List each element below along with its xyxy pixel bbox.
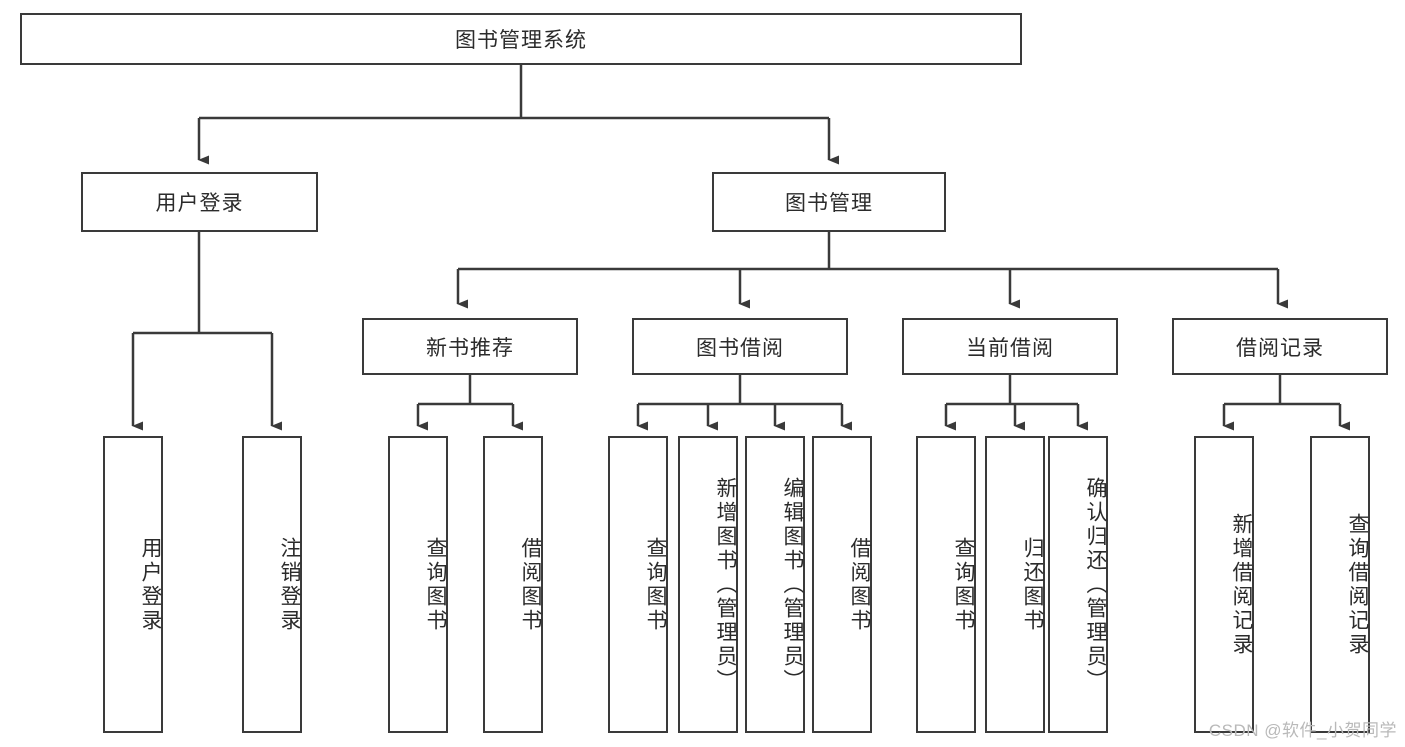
leaf-label: 借阅图书: [519, 536, 542, 633]
leaf-user-login-signout[interactable]: 注销登录: [242, 436, 302, 733]
leaf-label: 查询图书: [424, 536, 447, 633]
leaf-current-query-book[interactable]: 查询图书: [916, 436, 976, 733]
node-user-login-label: 用户登录: [155, 192, 244, 215]
node-current-borrow-label: 当前借阅: [966, 336, 1054, 360]
leaf-label: 归还图书: [1021, 536, 1044, 633]
leaf-borrow-add-book[interactable]: 新增图书（管理员）: [678, 436, 738, 733]
node-root-label: 图书管理系统: [455, 29, 587, 52]
leaf-borrow-query-book[interactable]: 查询图书: [608, 436, 668, 733]
node-book-management[interactable]: 图书管理: [712, 172, 946, 232]
leaf-label: 新增借阅记录: [1230, 512, 1253, 657]
watermark: CSDN @软件_小贺同学: [1208, 721, 1397, 740]
node-book-borrow-label: 图书借阅: [696, 336, 784, 360]
leaf-record-query-record[interactable]: 查询借阅记录: [1310, 436, 1370, 733]
leaf-label: 编辑图书（管理员）: [781, 476, 804, 693]
leaf-label: 新增图书（管理员）: [714, 476, 737, 693]
node-user-login[interactable]: 用户登录: [81, 172, 318, 232]
leaf-label: 用户登录: [139, 536, 162, 633]
leaf-label: 注销登录: [278, 536, 301, 633]
node-new-book-recommend-label: 新书推荐: [426, 336, 514, 360]
node-borrow-record-label: 借阅记录: [1236, 336, 1324, 360]
leaf-recommend-borrow-book[interactable]: 借阅图书: [483, 436, 543, 733]
leaf-current-return-book[interactable]: 归还图书: [985, 436, 1045, 733]
leaf-label: 查询借阅记录: [1346, 512, 1369, 657]
leaf-borrow-borrow-book[interactable]: 借阅图书: [812, 436, 872, 733]
node-borrow-record[interactable]: 借阅记录: [1172, 318, 1388, 375]
leaf-label: 查询图书: [644, 536, 667, 633]
node-book-borrow[interactable]: 图书借阅: [632, 318, 848, 375]
leaf-user-login-signin[interactable]: 用户登录: [103, 436, 163, 733]
leaf-label: 借阅图书: [848, 536, 871, 633]
node-root[interactable]: 图书管理系统: [20, 13, 1022, 65]
leaf-recommend-query-book[interactable]: 查询图书: [388, 436, 448, 733]
leaf-label: 确认归还（管理员）: [1084, 476, 1107, 693]
leaf-borrow-edit-book[interactable]: 编辑图书（管理员）: [745, 436, 805, 733]
leaf-current-confirm-return[interactable]: 确认归还（管理员）: [1048, 436, 1108, 733]
node-book-management-label: 图书管理: [785, 192, 873, 215]
node-current-borrow[interactable]: 当前借阅: [902, 318, 1118, 375]
node-new-book-recommend[interactable]: 新书推荐: [362, 318, 578, 375]
leaf-label: 查询图书: [952, 536, 975, 633]
leaf-record-add-record[interactable]: 新增借阅记录: [1194, 436, 1254, 733]
